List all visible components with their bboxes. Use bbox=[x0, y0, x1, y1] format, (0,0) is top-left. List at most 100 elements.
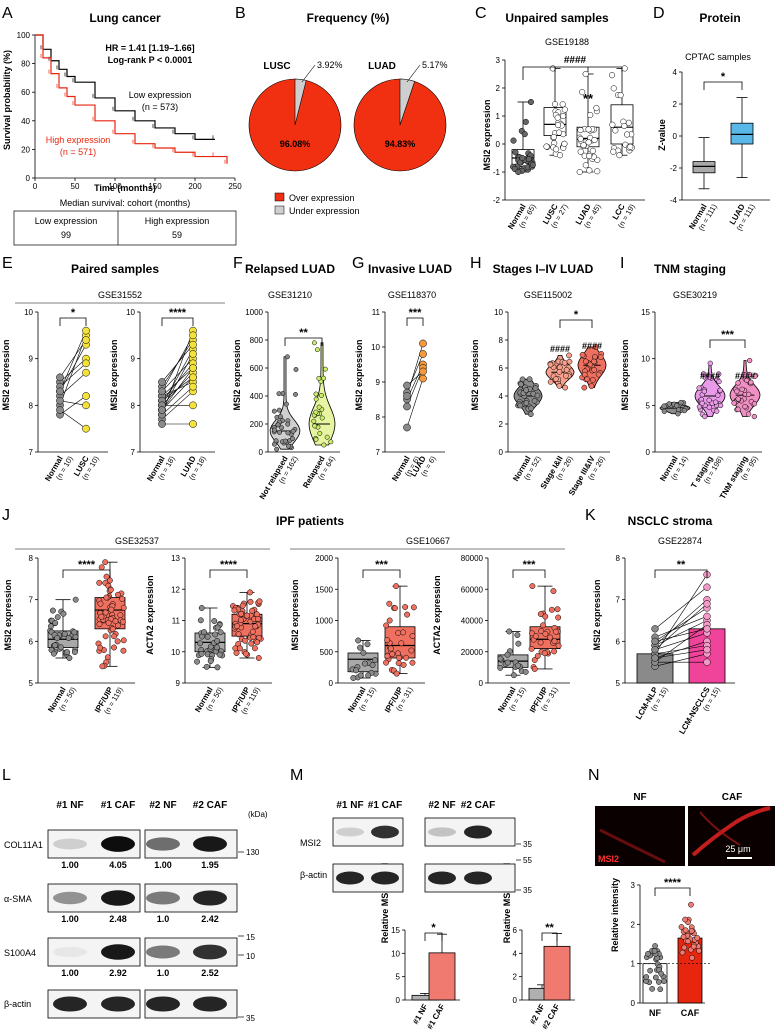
blot-band bbox=[193, 836, 227, 852]
panel-j1-ipf-point bbox=[120, 604, 127, 611]
panel-j4-normal-point bbox=[514, 662, 521, 669]
panel-j3-sig-label: *** bbox=[375, 559, 389, 571]
panel-e2-point bbox=[158, 378, 166, 386]
panel-j2-normal-point bbox=[197, 640, 204, 647]
panel-e1-point bbox=[82, 326, 90, 335]
panel-a-ytick-label: 20 bbox=[21, 145, 30, 154]
panel-e2-ytick-label: 7 bbox=[131, 448, 136, 457]
panel-j3-ytick-label: 0 bbox=[329, 679, 334, 688]
panel-g-ytick-label: 9 bbox=[376, 378, 381, 387]
panel-k-point bbox=[703, 658, 711, 666]
panel-l-quant: 2.52 bbox=[201, 968, 219, 978]
panel-e1-ytick-label: 7 bbox=[29, 448, 34, 457]
panel-n-caf-label: CAF bbox=[722, 792, 743, 803]
panel-h-cat0-point bbox=[534, 392, 541, 399]
panel-letter-b: B bbox=[235, 5, 246, 22]
panel-h-cat1-point bbox=[563, 367, 570, 373]
panel-m-row-msi2: MSI2 bbox=[300, 838, 321, 848]
panel-h-dataset: GSE115002 bbox=[524, 290, 572, 300]
panel-i-cat1-point bbox=[714, 408, 720, 414]
panel-h-cat0-point bbox=[518, 381, 524, 388]
panel-g-point bbox=[403, 392, 411, 400]
panel-j3-sig-bracket bbox=[362, 569, 401, 578]
panel-m-row-bactin: β-actin bbox=[300, 870, 327, 880]
panel-k-point bbox=[703, 646, 711, 654]
panel-j2-ipf-point bbox=[255, 616, 261, 622]
panel-c-lcc-point bbox=[623, 131, 631, 138]
panel-e2-point bbox=[189, 401, 197, 410]
panel-j4-ipf-point bbox=[541, 650, 548, 657]
panel-d-sig-bracket bbox=[703, 81, 743, 90]
panel-c-sig-bracket bbox=[522, 66, 623, 80]
panel-j2-sig-bracket bbox=[209, 569, 248, 578]
panel-j2-normal-point bbox=[197, 617, 204, 624]
if-signal-nf bbox=[599, 828, 666, 864]
panel-g-point bbox=[419, 339, 427, 348]
panel-j3-ipf-point bbox=[409, 659, 416, 666]
panel-l-kda: (kDa) bbox=[248, 810, 268, 819]
panel-l-quant: 2.42 bbox=[201, 914, 219, 924]
panel-letter-a: A bbox=[2, 5, 13, 22]
panel-j4-normal-point bbox=[514, 632, 521, 638]
panel-n-caf-point bbox=[679, 949, 686, 956]
panel-f-ytick-label: 400 bbox=[250, 392, 264, 401]
panel-i-cat1-point bbox=[702, 413, 708, 420]
panel-j2-normal-point bbox=[217, 629, 224, 636]
panel-h-cat1-point bbox=[566, 352, 572, 359]
panel-c-lcc-point bbox=[610, 85, 617, 92]
panel-m-lane-3: #2 NF bbox=[428, 800, 455, 811]
panel-e1-pair-line bbox=[59, 344, 87, 392]
panel-f-not-relapsed-point bbox=[278, 414, 283, 420]
blot-band bbox=[336, 827, 364, 837]
panel-f-dataset: GSE31210 bbox=[268, 290, 312, 300]
panel-j3-ipf-point bbox=[409, 633, 416, 639]
panel-n-nf-point bbox=[652, 974, 659, 981]
panel-j3-ipf-point bbox=[400, 629, 407, 636]
panel-e2-pair-line bbox=[161, 358, 194, 392]
panel-n-caf-point bbox=[685, 938, 691, 945]
panel-g-dataset: GSE118370 bbox=[388, 290, 436, 300]
panel-d-normal-box bbox=[692, 161, 716, 174]
panel-a-table-high-value: 59 bbox=[172, 230, 182, 240]
panel-f-not-relapsed-point bbox=[283, 401, 289, 407]
panel-f-relapsed-point bbox=[313, 409, 319, 415]
panel-l-marker: 130 bbox=[246, 848, 260, 857]
panel-j4-ipf-point bbox=[532, 633, 539, 640]
panel-i-cat1-point bbox=[716, 371, 722, 377]
panel-e2-ytick-label: 8 bbox=[131, 401, 136, 410]
panel-h-cat1-point bbox=[562, 384, 568, 391]
panel-d-ylabel: Z-value bbox=[657, 119, 667, 151]
panel-j4-ytick-label: 60000 bbox=[461, 585, 484, 594]
panel-j1-ipf-point bbox=[102, 633, 109, 640]
panel-k-title: NSCLC stroma bbox=[628, 514, 713, 528]
panel-h-cat1-point bbox=[561, 359, 568, 366]
panel-j4-ipf-point bbox=[548, 606, 555, 613]
panel-j2-ytick-label: 11 bbox=[172, 617, 181, 626]
panel-m2-ytick-label: 6 bbox=[513, 926, 518, 935]
panel-letter-m: M bbox=[290, 767, 303, 784]
pie-leader-line bbox=[406, 64, 421, 83]
panel-j2-normal-point bbox=[204, 633, 211, 640]
panel-a-hr: HR = 1.41 [1.19–1.66] bbox=[105, 43, 194, 53]
panel-l-row-bactin: β-actin bbox=[4, 999, 31, 1009]
panel-letter-f: F bbox=[233, 255, 243, 272]
blot-band bbox=[146, 891, 180, 905]
panel-c-luad-point bbox=[593, 105, 600, 112]
panel-c-ytick-label: 1 bbox=[496, 112, 501, 121]
panel-n-nf-point bbox=[656, 979, 662, 985]
panel-j2-normal-point bbox=[216, 651, 223, 658]
panel-e2-point bbox=[189, 382, 197, 391]
panel-k-ytick-label: 5 bbox=[616, 679, 621, 688]
panel-e1-point bbox=[82, 392, 90, 400]
panel-letter-i: I bbox=[620, 255, 624, 272]
panel-e1-pair-line bbox=[59, 330, 87, 392]
panel-c-lcc-point bbox=[621, 122, 628, 130]
panel-e2-point bbox=[189, 331, 197, 340]
panel-c-luad-point bbox=[579, 89, 586, 96]
pie-label-over: 94.83% bbox=[385, 139, 416, 149]
panel-d-sig-label: * bbox=[721, 71, 726, 83]
panel-j3-ytick-label: 2000 bbox=[315, 554, 333, 563]
panel-j4-ytick-label: 0 bbox=[479, 679, 484, 688]
panel-e1-sig-bracket bbox=[59, 317, 87, 326]
panel-i-dataset: GSE30219 bbox=[673, 290, 717, 300]
